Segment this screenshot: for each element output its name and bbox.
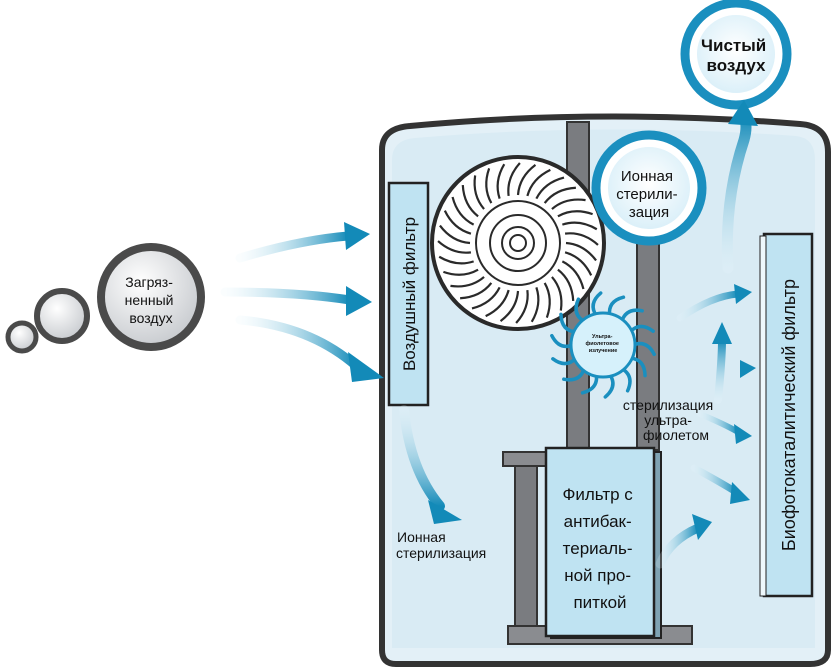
fan-blade	[543, 282, 551, 318]
fan-blade	[437, 240, 472, 254]
fan-blade	[473, 175, 485, 210]
fan-blade	[565, 241, 597, 262]
fan-blade	[526, 168, 551, 197]
uv-lamp-label: Ультра- фиолетовое излучение	[585, 334, 620, 354]
fan-blade	[443, 210, 472, 235]
fan-blade	[471, 286, 501, 310]
clean-air-arrow	[721, 100, 758, 274]
ion-bottom-label: Ионная стерилизация	[396, 529, 486, 561]
fan-blade	[496, 163, 506, 199]
bio-inflow-arrows	[676, 284, 756, 504]
fan-blade	[564, 251, 593, 276]
clean-air-label: Чистый воздух	[701, 36, 771, 75]
fan-icon	[430, 155, 606, 331]
fan-blade	[438, 255, 474, 265]
antibac-filter-box: Фильтр с антибак- териаль- ной про- питк…	[544, 446, 662, 639]
bio-filter-label: Биофотокаталитический фильтр	[779, 279, 799, 551]
fan-blade	[551, 276, 563, 311]
fan-blade	[460, 282, 493, 300]
fan-blade	[485, 168, 493, 204]
fan-blade	[557, 210, 593, 218]
dirty-air-label: Загряз- ненный воздух	[125, 274, 178, 326]
ion-bubble-label: Ионная стерили- зация	[616, 168, 682, 221]
fan-blade	[551, 198, 586, 210]
dirty-air-bubbles: Загряз- ненный воздух	[5, 243, 205, 354]
fan-blade	[461, 185, 479, 218]
fan-blade	[557, 268, 575, 301]
fan-blade	[485, 289, 510, 318]
bio-filter-panel: Биофотокаталитический фильтр	[759, 232, 814, 598]
clean-air-bubble: Чистый воздух	[680, 0, 792, 110]
antibac-filter-label: Фильтр с антибак- териаль- ной про- питк…	[562, 485, 637, 612]
stand-post	[514, 461, 538, 633]
fan-blade	[561, 260, 585, 290]
inflow-arrows	[220, 222, 384, 382]
fan-blade	[516, 164, 537, 196]
fan-blade	[564, 232, 599, 246]
fan-blade	[530, 287, 540, 323]
down-arrow	[399, 405, 462, 524]
antibac-out-arrow	[655, 514, 712, 569]
fan-blade	[562, 221, 598, 231]
fan-blade	[499, 290, 520, 322]
fan-blade	[507, 162, 521, 197]
air-filter-panel: Воздушный фильтр	[387, 181, 430, 407]
fan-blade	[450, 276, 485, 288]
fan-blade	[543, 186, 576, 204]
fan-blade	[439, 224, 471, 245]
ion-sterilization-bubble: Ионная стерили- зация	[591, 130, 707, 246]
fan-blade	[451, 196, 475, 226]
fan-blade	[443, 268, 479, 276]
uv-sterilization-label: стерилизация ультра- фиолетом	[623, 397, 717, 443]
air-filter-label: Воздушный фильтр	[400, 217, 419, 371]
fan-blade	[535, 176, 565, 200]
fan-blade	[515, 289, 529, 324]
uv-lamp-icon: Ультра- фиолетовое излучение	[550, 291, 656, 399]
